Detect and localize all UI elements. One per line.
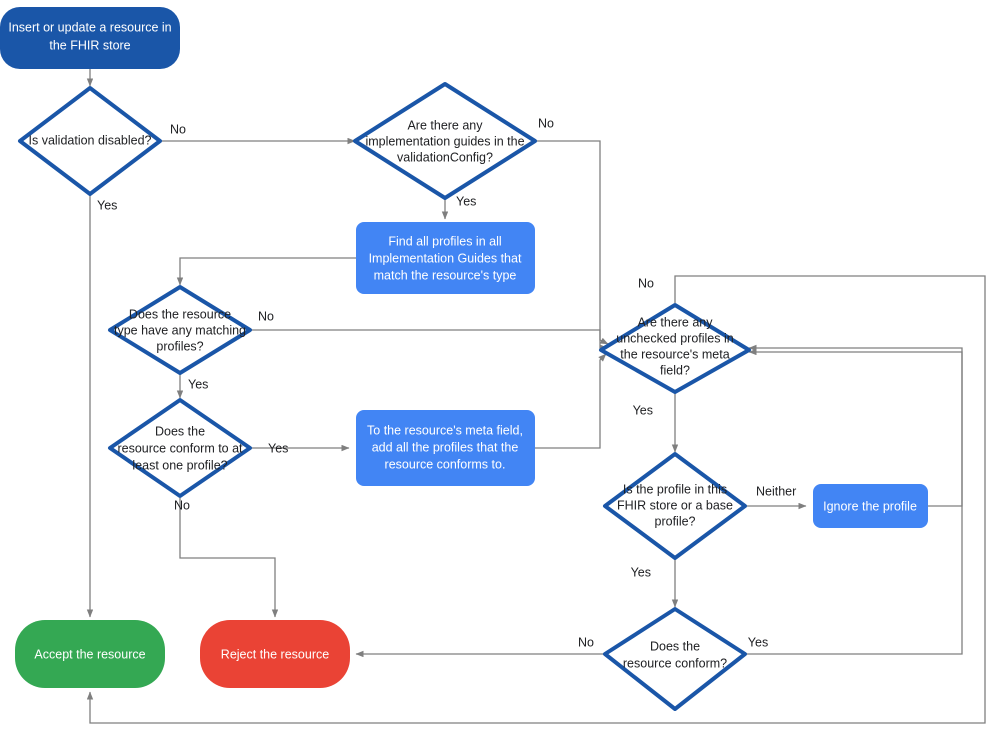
find-profiles-shape[interactable] (356, 222, 535, 294)
implementation-guides-shape[interactable] (353, 82, 537, 200)
reject-resource-label-line1: Reject the resource (221, 647, 329, 661)
unchecked-profiles-label-line2: unchecked profiles in (616, 331, 733, 345)
edge-label-profile-neither: Neither (756, 484, 796, 498)
accept-resource-shape[interactable] (15, 620, 165, 688)
edge-label-matching-no: No (258, 309, 274, 323)
start-label-line2: the FHIR store (49, 38, 130, 52)
conform-one-profile-shape[interactable] (108, 398, 252, 498)
profile-in-store-label-line1: Is the profile in this (623, 482, 727, 496)
implementation-guides-label-line3: validationConfig? (397, 150, 493, 164)
add-profiles-meta-shape[interactable] (356, 410, 535, 486)
edge-label-ig-no: No (538, 116, 554, 130)
edge-ig-no-to-unchecked (535, 140, 609, 352)
node-add-profiles-meta[interactable]: To the resource's meta field, add all th… (356, 410, 535, 486)
profile-in-store-label-line3: profile? (655, 514, 696, 528)
node-ignore-profile[interactable]: Ignore the profile (813, 484, 928, 528)
validation-disabled-shape[interactable] (18, 86, 162, 196)
add-profiles-meta-label-line2: add all the profiles that the (372, 440, 519, 454)
ignore-profile-label-line1: Ignore the profile (823, 499, 917, 513)
edge-ignore-to-unchecked (748, 344, 963, 507)
implementation-guides-label-line1: Are there any (407, 118, 483, 132)
edge-label-ig-yes: Yes (456, 194, 476, 208)
edge-label-conform-yes: Yes (748, 635, 768, 649)
node-matching-profiles[interactable]: Does the resource type have any matching… (108, 285, 252, 375)
edge-label-profile-yes: Yes (631, 565, 651, 579)
unchecked-profiles-label-line4: field? (660, 363, 690, 377)
conform-one-profile-label-line2: resource conform to at (117, 441, 243, 455)
node-profile-in-store[interactable]: Is the profile in this FHIR store or a b… (603, 452, 747, 560)
find-profiles-label-line2: Implementation Guides that (369, 251, 522, 265)
start-shape[interactable] (0, 7, 180, 69)
edge-conform-yes-to-unchecked (745, 348, 963, 655)
edge-conform-one-no-to-reject (179, 498, 279, 618)
validation-disabled-label-line1: Is validation disabled? (29, 133, 152, 147)
unchecked-profiles-label-line1: Are there any (637, 315, 713, 329)
edge-find-profiles-to-matching (176, 257, 356, 286)
matching-profiles-label-line1: Does the resource (129, 307, 231, 321)
find-profiles-label-line3: match the resource's type (374, 268, 517, 282)
add-profiles-meta-label-line3: resource conforms to. (385, 457, 506, 471)
edge-label-conform-no: No (578, 635, 594, 649)
accept-resource-label-line1: Accept the resource (34, 647, 145, 661)
matching-profiles-shape[interactable] (108, 285, 252, 375)
node-conform-one-profile[interactable]: Does the resource conform to at least on… (108, 398, 252, 498)
node-accept-resource[interactable]: Accept the resource (15, 620, 165, 688)
matching-profiles-label-line2: type have any matching (114, 323, 246, 337)
profile-in-store-shape[interactable] (603, 452, 747, 560)
edge-label-unchecked-yes: Yes (633, 403, 653, 417)
unchecked-profiles-label-line3: the resource's meta (620, 347, 729, 361)
node-unchecked-profiles[interactable]: Are there any unchecked profiles in the … (599, 303, 751, 394)
node-resource-conform[interactable]: Does the resource conform? (603, 607, 747, 711)
edges-layer (86, 69, 986, 724)
implementation-guides-label-line2: implementation guides in the (365, 134, 524, 148)
profile-in-store-label-line2: FHIR store or a base (617, 498, 733, 512)
conform-one-profile-label-line1: Does the (155, 424, 205, 438)
edge-label-validation-yes: Yes (97, 198, 117, 212)
resource-conform-shape[interactable] (603, 607, 747, 711)
resource-conform-label-line2: resource conform? (623, 656, 727, 670)
add-profiles-meta-label-line1: To the resource's meta field, (367, 423, 523, 437)
unchecked-profiles-shape[interactable] (599, 303, 751, 394)
conform-one-profile-label-line3: least one profile? (132, 458, 227, 472)
node-reject-resource[interactable]: Reject the resource (200, 620, 350, 688)
edge-label-unchecked-no: No (638, 276, 654, 290)
edge-label-conform-one-yes: Yes (268, 441, 288, 455)
node-implementation-guides[interactable]: Are there any implementation guides in t… (353, 82, 537, 200)
node-validation-disabled[interactable]: Is validation disabled? (18, 86, 162, 196)
matching-profiles-label-line3: profiles? (156, 339, 203, 353)
edge-unchecked-no-to-accept (86, 275, 986, 724)
reject-resource-shape[interactable] (200, 620, 350, 688)
edge-add-meta-to-unchecked (535, 353, 607, 449)
resource-conform-label-line1: Does the (650, 639, 700, 653)
node-start[interactable]: Insert or update a resource in the FHIR … (0, 7, 180, 69)
edge-label-matching-yes: Yes (188, 377, 208, 391)
start-label-line1: Insert or update a resource in (8, 20, 171, 34)
edge-labels-layer: No Yes No Yes No Yes Yes No No Yes Neith… (97, 116, 796, 649)
edge-label-conform-one-no: No (174, 498, 190, 512)
edge-label-validation-no: No (170, 122, 186, 136)
find-profiles-label-line1: Find all profiles in all (388, 234, 501, 248)
ignore-profile-shape[interactable] (813, 484, 928, 528)
node-find-profiles[interactable]: Find all profiles in all Implementation … (356, 222, 535, 294)
edge-matching-no-to-unchecked (250, 329, 609, 345)
